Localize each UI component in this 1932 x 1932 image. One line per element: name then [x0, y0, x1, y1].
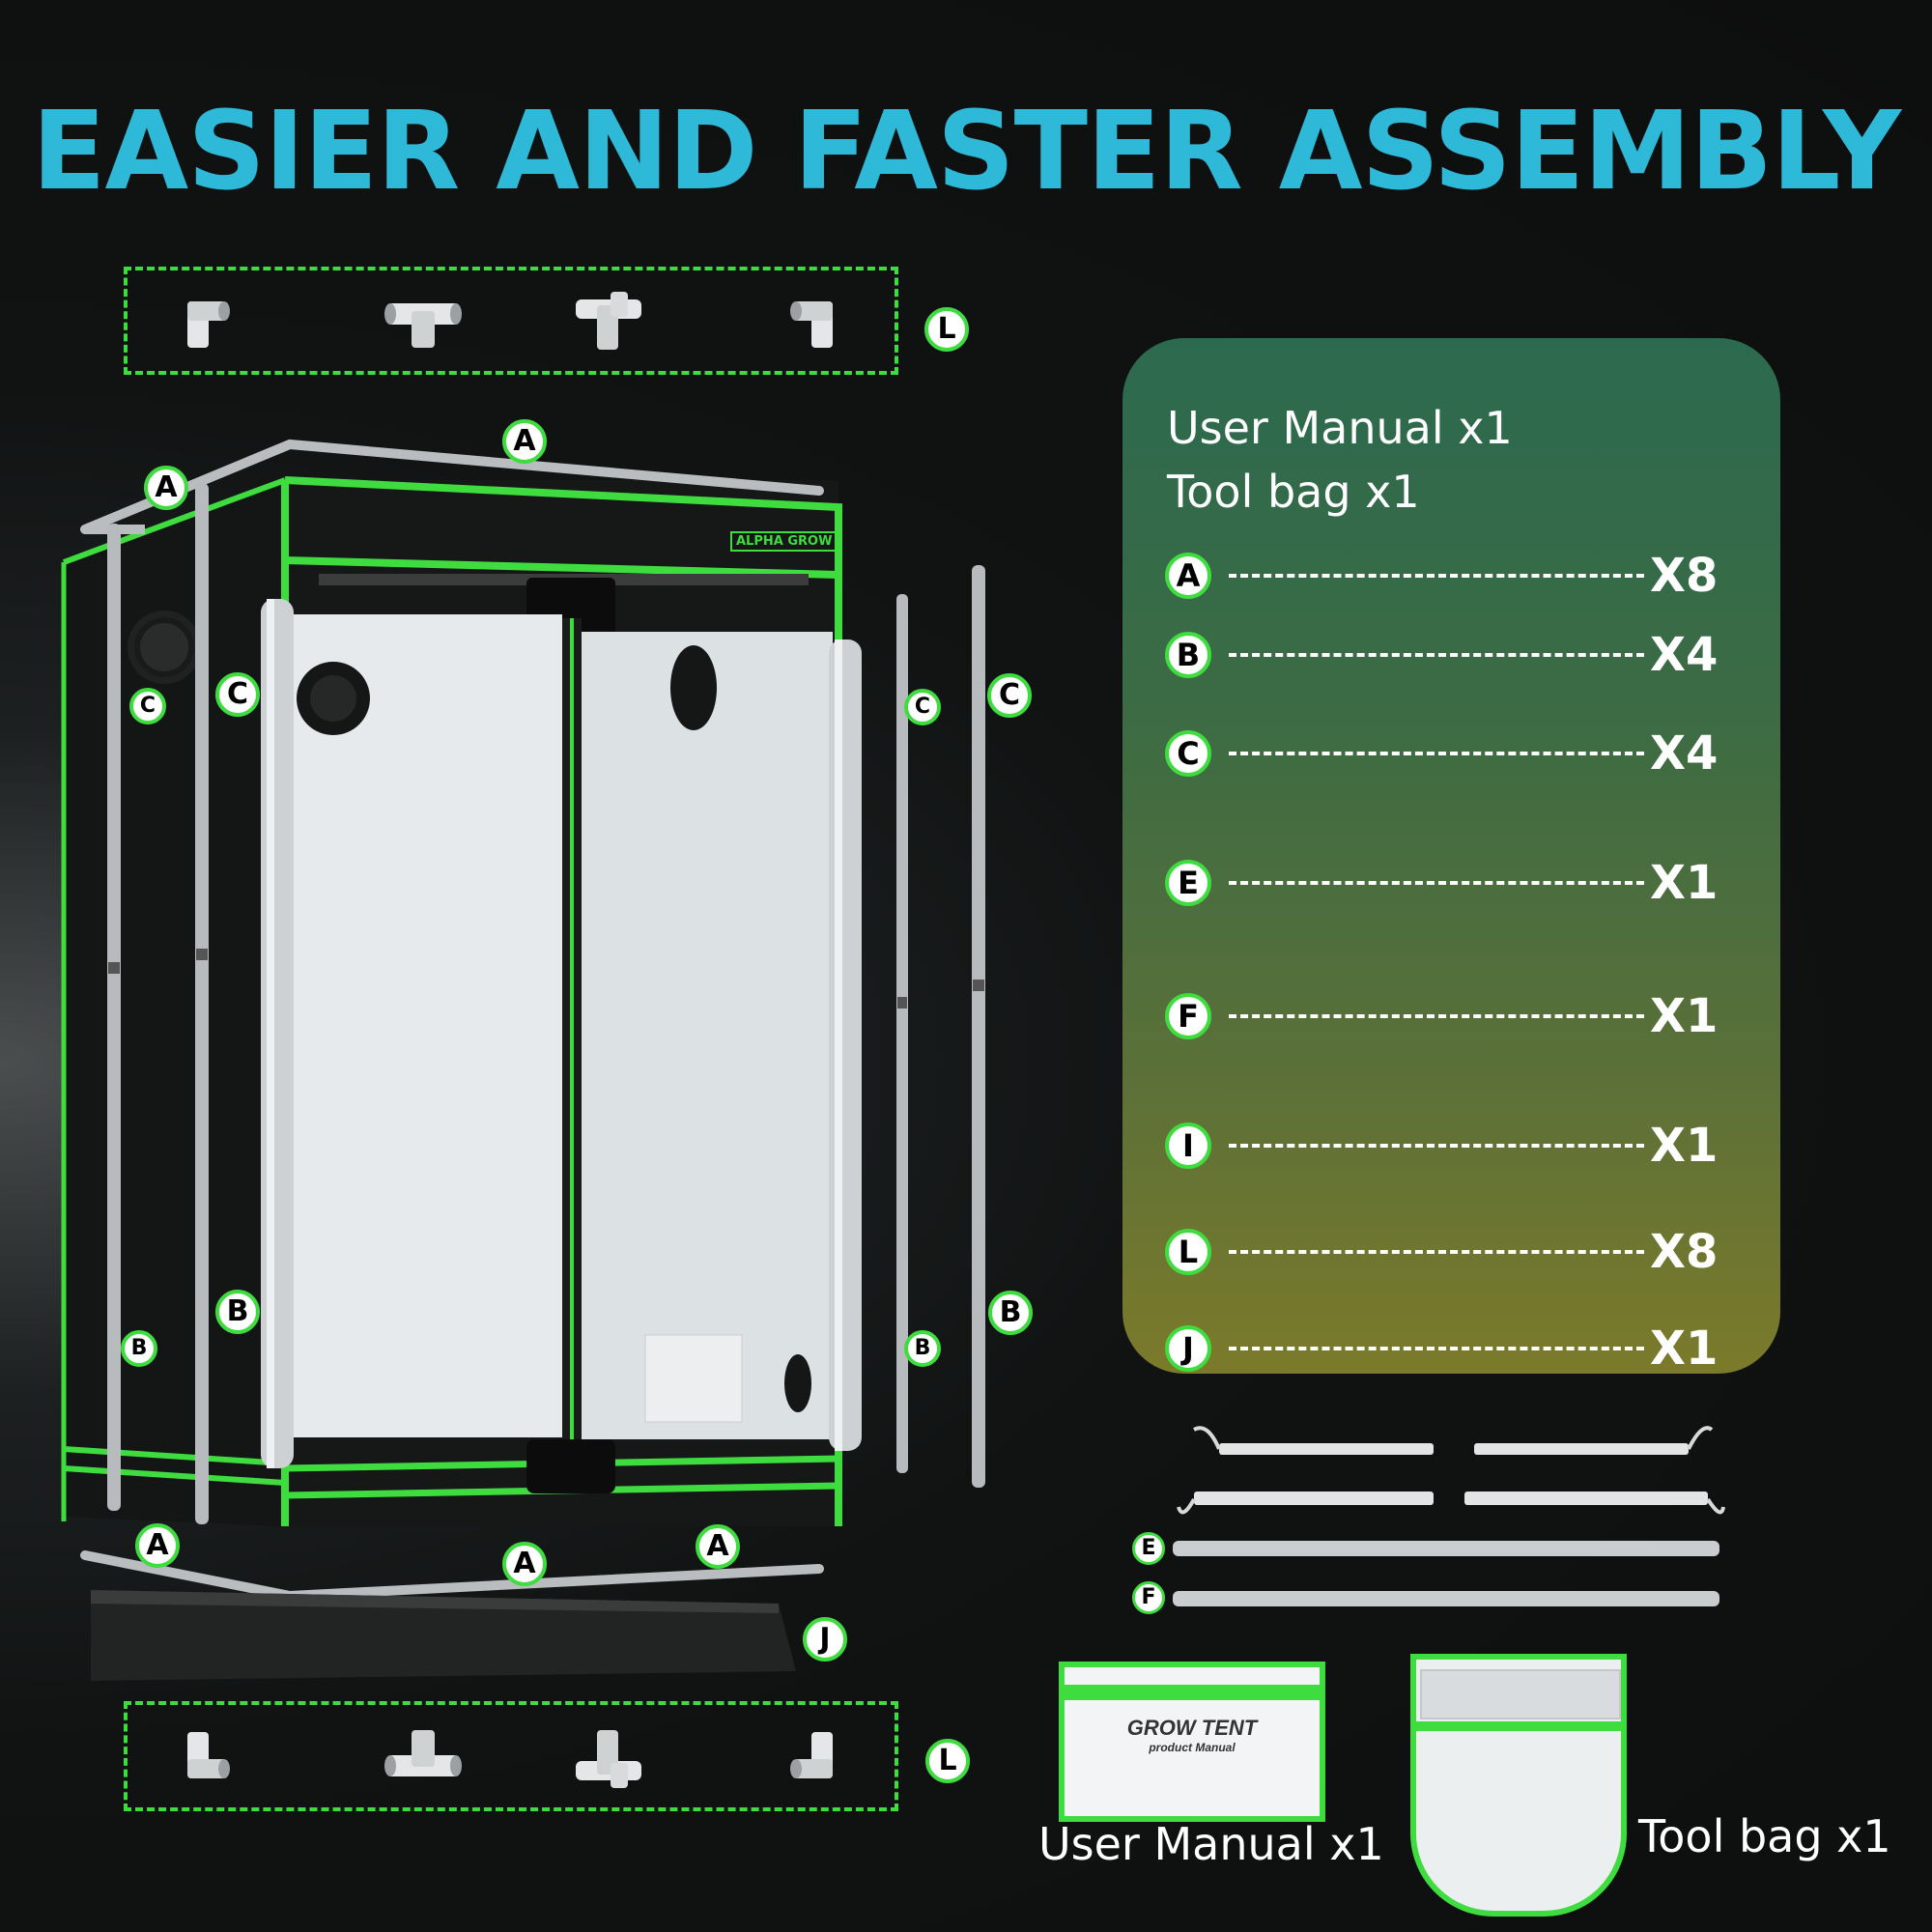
- badge-top-left: A: [144, 466, 188, 510]
- badge-fittings-top: L: [924, 307, 969, 352]
- leader-dashes: [1229, 1347, 1644, 1350]
- parts-row: F X1: [1122, 987, 1780, 1045]
- badge-fittings-bottom: L: [925, 1739, 970, 1783]
- badge-pole-c-left-large: C: [215, 672, 260, 717]
- panel-manual-line: User Manual x1: [1167, 402, 1513, 454]
- parts-row: C X4: [1122, 724, 1780, 782]
- badge-tray: J: [803, 1617, 847, 1662]
- elbow-fitting-icon: [790, 1732, 833, 1778]
- part-quantity: X1: [1650, 1321, 1719, 1376]
- badge-pole-c-right-small: C: [904, 689, 941, 725]
- badge-pole-c-left-small: C: [129, 688, 166, 724]
- leader-dashes: [1229, 881, 1644, 885]
- parts-row: J X1: [1122, 1320, 1780, 1378]
- badge-pole-b-right-large: B: [988, 1291, 1033, 1335]
- part-letter-badge: C: [1165, 730, 1211, 777]
- badge-bottom-mid: A: [502, 1542, 547, 1586]
- panel-toolbag-line: Tool bag x1: [1167, 466, 1420, 518]
- part-letter-badge: A: [1165, 553, 1211, 599]
- part-letter-badge: I: [1165, 1122, 1211, 1169]
- part-letter-badge: B: [1165, 632, 1211, 678]
- leader-dashes: [1229, 653, 1644, 657]
- part-quantity: X4: [1650, 726, 1719, 781]
- badge-bar-e: E: [1132, 1532, 1165, 1565]
- part-letter-badge: E: [1165, 860, 1211, 906]
- brand-label: ALPHA GROW: [730, 531, 838, 552]
- part-quantity: X1: [1650, 989, 1719, 1043]
- grow-tent-illustration: [61, 439, 985, 1681]
- part-quantity: X8: [1650, 1225, 1719, 1279]
- part-letter-badge: F: [1165, 993, 1211, 1039]
- page-title: EASIER AND FASTER ASSEMBLY: [31, 89, 1901, 214]
- tee-fitting-icon: [384, 1730, 462, 1776]
- elbow-fitting-icon: [187, 301, 230, 348]
- tee-fitting-icon: [384, 303, 462, 348]
- part-quantity: X1: [1650, 856, 1719, 910]
- hardware-pieces: [1173, 1426, 1725, 1606]
- user-manual-card: GROW TENT product Manual: [1059, 1662, 1325, 1822]
- parts-row: L X8: [1122, 1223, 1780, 1281]
- part-letter-badge: L: [1165, 1229, 1211, 1275]
- parts-row: A X8: [1122, 547, 1780, 605]
- badge-bottom-left: A: [135, 1523, 180, 1568]
- parts-row: B X4: [1122, 626, 1780, 684]
- badge-top-front: A: [502, 419, 547, 464]
- parts-row: E X1: [1122, 854, 1780, 912]
- part-quantity: X4: [1650, 628, 1719, 682]
- caption-user-manual: User Manual x1: [1038, 1818, 1384, 1870]
- leader-dashes: [1229, 574, 1644, 578]
- badge-pole-c-right-large: C: [987, 673, 1032, 718]
- caption-tool-bag: Tool bag x1: [1638, 1810, 1891, 1862]
- leader-dashes: [1229, 1014, 1644, 1018]
- badge-bar-f: F: [1132, 1581, 1165, 1614]
- manual-card-subtitle: product Manual: [1149, 1741, 1236, 1754]
- part-quantity: X1: [1650, 1119, 1719, 1173]
- four-way-fitting-icon: [576, 1730, 641, 1788]
- badge-pole-b-left-small: B: [121, 1330, 157, 1367]
- manual-card-title: GROW TENT: [1126, 1716, 1258, 1740]
- badge-pole-b-right-small: B: [904, 1330, 941, 1367]
- leader-dashes: [1229, 1250, 1644, 1254]
- leader-dashes: [1229, 1144, 1644, 1148]
- elbow-fitting-icon: [790, 301, 833, 348]
- part-letter-badge: J: [1165, 1325, 1211, 1372]
- manual-card-band: [1065, 1685, 1320, 1700]
- part-quantity: X8: [1650, 549, 1719, 603]
- fittings-bottom-box: [124, 1701, 898, 1811]
- tool-bag-image: [1410, 1654, 1627, 1917]
- badge-pole-b-left-large: B: [215, 1290, 260, 1334]
- tool-bag-band: [1416, 1721, 1621, 1731]
- parts-row: I X1: [1122, 1117, 1780, 1175]
- fittings-top-box: [124, 267, 898, 375]
- badge-bottom-right: A: [696, 1524, 740, 1569]
- leader-dashes: [1229, 752, 1644, 755]
- tool-bag-pocket: [1420, 1669, 1621, 1719]
- elbow-fitting-icon: [187, 1732, 230, 1778]
- four-way-fitting-icon: [576, 292, 641, 350]
